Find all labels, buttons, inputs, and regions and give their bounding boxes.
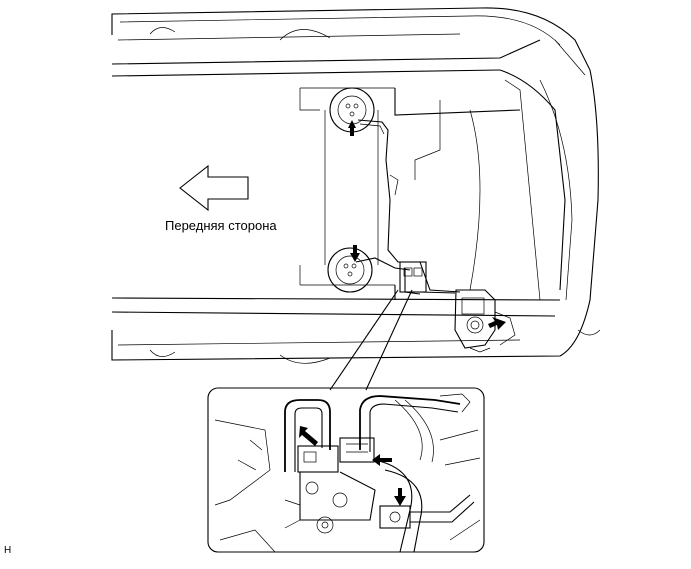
black-arrow-icon bbox=[350, 245, 360, 262]
figure-code-label: H bbox=[4, 545, 12, 556]
front-direction-label: Передняя сторона bbox=[165, 218, 277, 233]
black-arrow-icon bbox=[394, 488, 406, 506]
rear-brake-lower bbox=[327, 247, 373, 293]
detail-inset bbox=[207, 387, 485, 553]
black-arrow-icon bbox=[348, 120, 356, 136]
left-arrow-icon bbox=[179, 164, 249, 212]
black-arrow-icon bbox=[372, 454, 392, 466]
leader-line bbox=[329, 289, 413, 391]
black-arrow-icon bbox=[299, 426, 318, 446]
black-arrow-icon bbox=[488, 317, 506, 330]
rear-actuator bbox=[454, 289, 516, 353]
vehicle-body-outline bbox=[111, 7, 601, 364]
valve-block bbox=[399, 261, 427, 293]
